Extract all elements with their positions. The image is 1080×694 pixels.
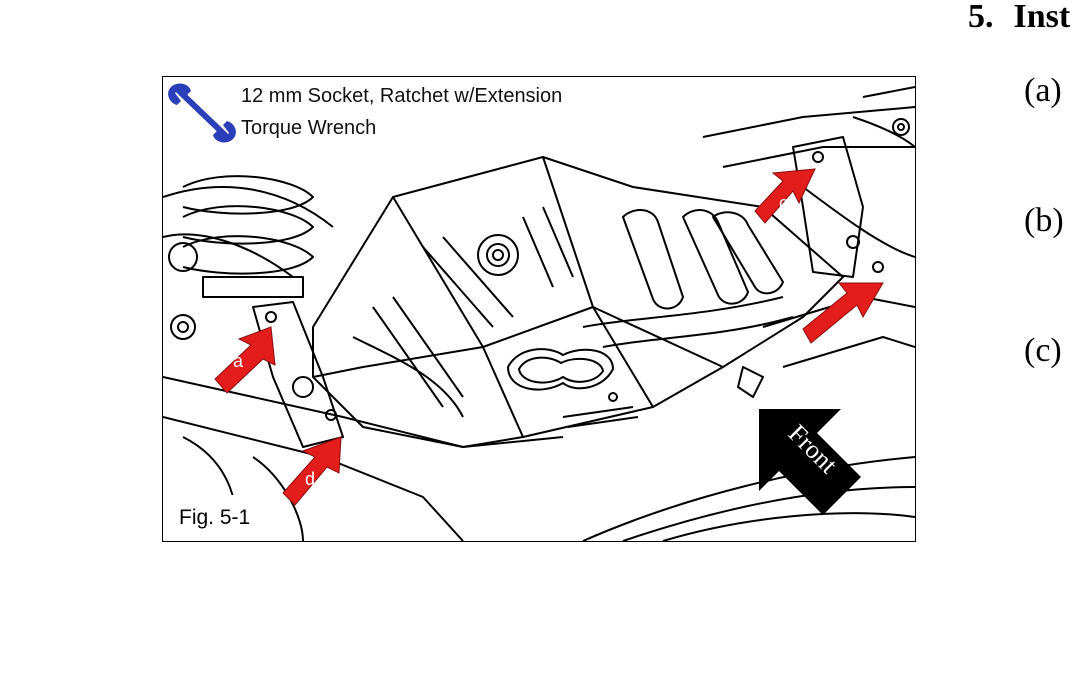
- step-title: Inst: [1013, 0, 1071, 35]
- callout-arrow-a: [214, 326, 276, 394]
- figure-5-1: a b c d Front 12 mm Socket, Ratchet w/Ex…: [162, 76, 916, 542]
- wrench-icon: [168, 83, 236, 143]
- skid-plate-drawing: a b c d Front: [163, 86, 915, 541]
- step-number: 5.: [968, 0, 994, 35]
- callout-letter-d: d: [305, 469, 315, 489]
- callout-arrow-b: [802, 282, 884, 344]
- sub-item-a: (a): [1024, 72, 1062, 109]
- callout-letter-a: a: [233, 351, 244, 371]
- callout-arrow-d: [282, 436, 342, 506]
- callout-letter-b: b: [843, 313, 853, 333]
- callout-arrow-c: [754, 168, 816, 224]
- front-direction-arrow: [759, 409, 861, 515]
- callout-arrows: [214, 168, 884, 506]
- figure-caption: Fig. 5-1: [163, 495, 271, 541]
- tool-list-box: 12 mm Socket, Ratchet w/Extension Torque…: [163, 77, 673, 149]
- sub-item-c: (c): [1024, 332, 1062, 369]
- tool-line-2: Torque Wrench: [241, 117, 377, 139]
- tool-line-1: 12 mm Socket, Ratchet w/Extension: [241, 85, 563, 107]
- step-heading: 5. Inst: [968, 0, 1070, 36]
- callout-letter-c: c: [779, 193, 788, 213]
- sub-item-b: (b): [1024, 202, 1064, 239]
